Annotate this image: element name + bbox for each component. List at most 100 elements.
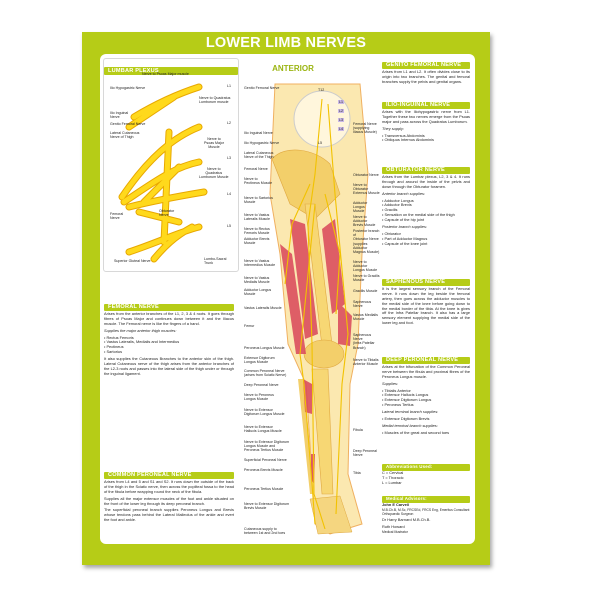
- plexus-label: Nerve to Psoas Major muscle: [142, 72, 189, 76]
- diagram-label-right: Tibia: [353, 471, 361, 475]
- genito-femoral-section: GENITO FEMORAL NERVE Arises from L1 and …: [382, 62, 470, 87]
- leg-outline: [269, 83, 369, 535]
- diagram-label-left: Cutaneous supply to between 1st and 2nd …: [244, 527, 286, 536]
- paragraph: Arises from the Lumbar plexus, L2, 3 & 4…: [382, 173, 470, 189]
- plexus-label: Lateral Cutaneous Nerve of Thigh: [110, 131, 140, 140]
- diagram-label-left: Vastus Lateralis Muscle: [244, 306, 282, 310]
- diagram-label-left: Nerve to Vastus Medialis Muscle: [244, 276, 270, 285]
- abbreviations-heading: Abbreviations Used:: [382, 464, 470, 471]
- diagram-label-right: Nerve to Adductor Brevis Muscle: [353, 215, 376, 228]
- list-item: Muscles of the great and second toes: [382, 430, 470, 436]
- list-item: Gracilis: [382, 207, 470, 213]
- diagram-label-left: Femoral Nerve: [244, 167, 268, 171]
- diagram-label-left: Common Peroneal Nerve (arises from Sciat…: [244, 369, 287, 378]
- diagram-label-right: T12: [318, 88, 325, 92]
- lumbar-plexus-heading: LUMBAR PLEXUS: [104, 67, 238, 75]
- femoral-nerve-section: FEMORAL NERVE Arises from the anterior b…: [104, 304, 234, 379]
- femoral-nerve-heading: FEMORAL NERVE: [104, 304, 234, 311]
- lumbar-plexus-panel: LUMBAR PLEXUS Nerve to Psoas Major muscl…: [103, 58, 239, 272]
- diagram-label-right: Gracilis Muscle: [353, 289, 378, 293]
- diagram-label-left: Nerve to Vastus Intermedius Muscle: [244, 259, 276, 268]
- abbreviation: L = Lumbar: [382, 479, 402, 485]
- diagram-label-left: Nerve to Extensor Digitorum Longus Muscl…: [244, 440, 290, 453]
- diagram-label-right: L5: [318, 141, 322, 145]
- list-item: Capsule of the hip joint: [382, 217, 470, 223]
- diagram-label-left: Femur: [244, 324, 255, 328]
- list-item: Capsule of the knee joint: [382, 241, 470, 247]
- obturator-heading: OBTURATOR NERVE: [382, 167, 470, 174]
- femoral-nerve-intro: Arises from the anterior branches of the…: [104, 310, 234, 326]
- saphenous-section: SAPHENOUS NERVE It is the largest sensor…: [382, 279, 470, 328]
- diagram-label-right: Nerve to Obturator Externus Muscle: [353, 183, 380, 196]
- plexus-label: Obturator Nerve: [159, 209, 175, 218]
- plexus-level-l5: L5: [227, 224, 231, 228]
- plexus-label: Nerve to Quadratus Lumborum muscle: [199, 96, 231, 105]
- paragraph: Arises from L4 and 5 and S1 and S2. It r…: [104, 478, 234, 494]
- diagram-label-right: Deep Peroneal Nerve: [353, 449, 377, 458]
- ilio-inguinal-section: ILIO-INGUINAL NERVE Arises with the Ilio…: [382, 102, 470, 145]
- diagram-label-left: Nerve to Extensor Digitorum Longus Muscl…: [244, 408, 285, 417]
- diagram-label-left: Lateral Cutaneous Nerve of the Thigh: [244, 151, 274, 160]
- list-item: Transversus Abdominis: [382, 133, 470, 139]
- supplies-label: Posterior branch supplies:: [382, 224, 427, 230]
- paragraph: It is the largest sensory branch of the …: [382, 285, 470, 326]
- list-item: Extensor Digitorum Longus: [382, 397, 470, 403]
- saphenous-heading: SAPHENOUS NERVE: [382, 279, 470, 286]
- poster-title: LOWER LIMB NERVES: [205, 35, 367, 51]
- diagram-label-left: Nerve to Pectineus Muscle: [244, 177, 273, 186]
- plexus-level-l4: L4: [227, 192, 231, 196]
- paragraph: Arises at the bifurcation of the Common …: [382, 363, 470, 379]
- diagram-label-left: Nerve to Vastus Lateralis Muscle: [244, 213, 270, 222]
- deep-peroneal-heading: DEEP PERONEAL NERVE: [382, 357, 470, 364]
- diagram-label-left: Ilio Hypogastric Nerve: [244, 141, 280, 145]
- advisor-role: Medical Illustrator: [382, 529, 408, 534]
- list-item: Tibialis Anterior: [382, 388, 470, 394]
- common-peroneal-section: COMMON PERONEAL NERVE Arises from L4 and…: [104, 472, 234, 525]
- advisor-name: Ruth Howard: [382, 523, 405, 529]
- diagram-label-left: Peroneus Brevis Muscle: [244, 468, 283, 472]
- plexus-label: Femoral Nerve: [110, 212, 124, 221]
- poster-content: LUMBAR PLEXUS Nerve to Psoas Major muscl…: [100, 54, 475, 544]
- list-item: Rectus Femoris: [104, 335, 234, 341]
- spine-level-label: L3: [338, 118, 344, 123]
- spine-level-label: L4: [338, 127, 344, 132]
- obturator-section: OBTURATOR NERVE Arises from the Lumbar p…: [382, 167, 470, 249]
- common-peroneal-heading: COMMON PERONEAL NERVE: [104, 472, 234, 479]
- plexus-label: Genito Femoral Nerve: [110, 122, 146, 126]
- list-item: Vastus Lateralis, Medialis and Intermedi…: [104, 340, 234, 345]
- supplies-label: Lateral terminal branch supplies:: [382, 409, 439, 415]
- diagram-label-left: Extensor Digitorum Longus Muscle: [244, 356, 275, 365]
- diagram-label-left: Adductor Brevis Muscle: [244, 237, 270, 246]
- plexus-label: Nerve to Quadratus Lumborum Muscle: [199, 167, 229, 180]
- diagram-label-right: Femoral Nerve (supplying Iliacus Muscle): [353, 122, 377, 135]
- paragraph: Arises from L1 and L2. It often divides …: [382, 68, 470, 84]
- abbreviation: T = Thoracic: [382, 474, 404, 480]
- diagram-label-right: Saphenous Nerve (Infra Patellar Branch): [353, 333, 375, 350]
- plexus-level-l2: L2: [227, 121, 231, 125]
- plexus-level-l1: L1: [227, 84, 231, 88]
- advisor-name: John E Carvell: [382, 501, 410, 507]
- diagram-label-right: Nerve to Gracilis Muscle: [353, 274, 380, 283]
- diagram-label-left: Nerve to Sartorius Muscle: [244, 196, 273, 205]
- poster: LOWER LIMB NERVES LUMBAR PLEXUS Nerve to…: [82, 32, 490, 565]
- list-item: Part of Adductor Magnus: [382, 236, 470, 242]
- medical-advisors-heading: Medical Advisors:: [382, 496, 470, 503]
- view-label: ANTERIOR: [272, 64, 314, 73]
- spine-level-label: L2: [338, 109, 344, 114]
- plexus-label: Superior Gluteal Nerve: [114, 259, 151, 263]
- leg-illustration: [269, 83, 369, 535]
- list-item: Extensor Digitorum Brevis: [382, 416, 470, 422]
- advisor-credentials: M.B.Ch.B, M.Sc, FRCSEd, FRCS Eng, Emerit…: [382, 507, 470, 516]
- paragraph: Supplies all the major extensor muscles …: [104, 495, 234, 506]
- diagram-label-left: Peroneus Tertius Muscle: [244, 487, 284, 491]
- supplies-label: They supply:: [382, 125, 405, 131]
- paragraph: The superficial peroneal branch supplies…: [104, 507, 234, 523]
- diagram-label-right: Obturator Nerve: [353, 173, 379, 177]
- diagram-label-left: Ilio Inguinal Nerve: [244, 131, 273, 135]
- diagram-label-left: Peroneus Longus Muscle: [244, 346, 285, 350]
- list-item: Sartorius: [104, 349, 234, 355]
- medical-advisors-section: Medical Advisors: John E Carvell M.B.Ch.…: [382, 496, 470, 535]
- abbreviation: C = Cervical: [382, 469, 404, 475]
- list-item: Sensation on the medial side of the thig…: [382, 212, 470, 218]
- diagram-label-left: Nerve to Rectus Femoris Muscle: [244, 227, 270, 236]
